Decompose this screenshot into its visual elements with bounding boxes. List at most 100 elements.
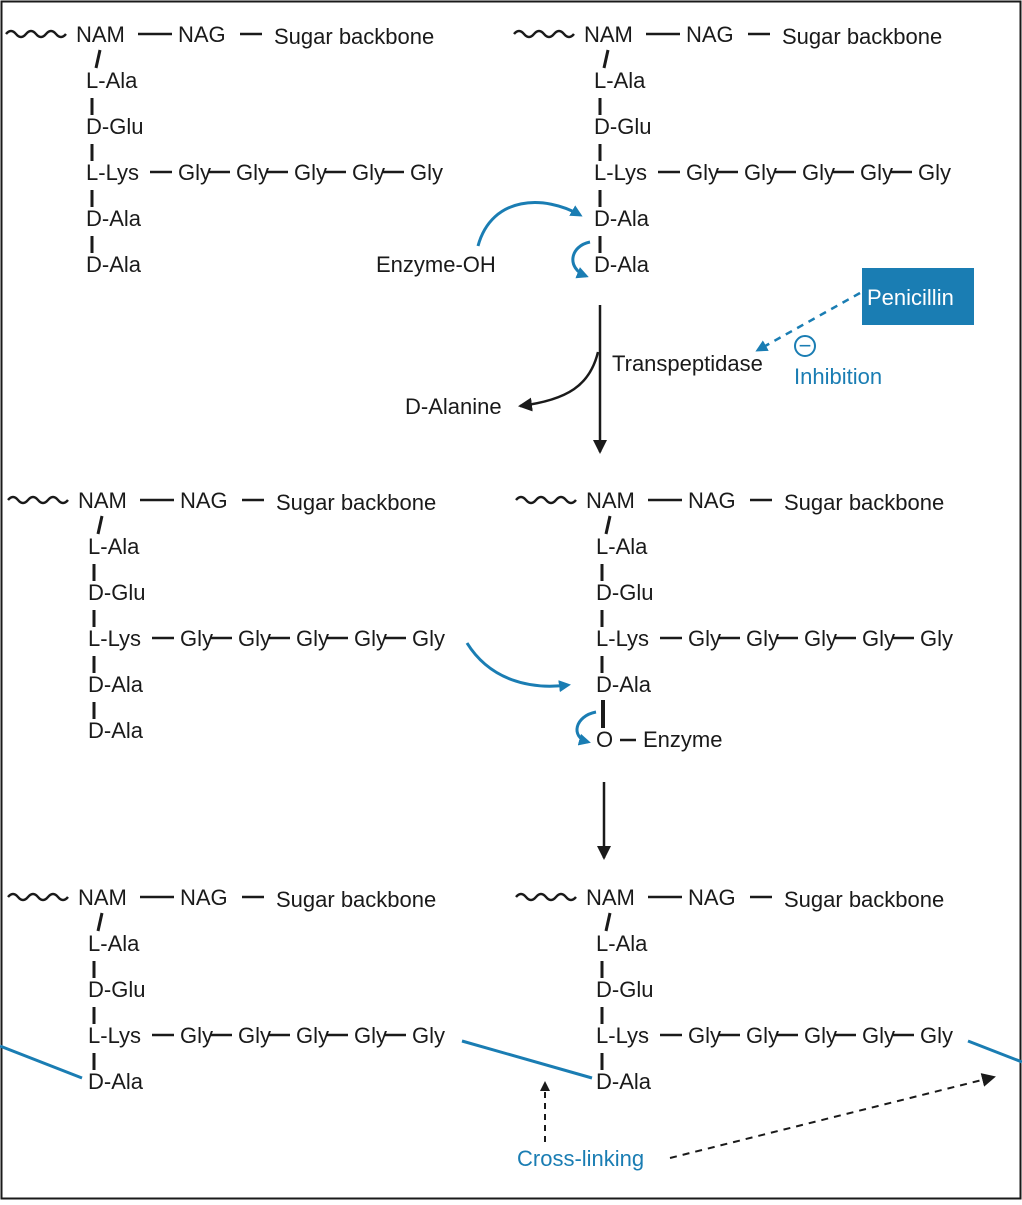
glycine-residue: Gly (294, 160, 327, 185)
residue-d-glu: D-Glu (88, 977, 145, 1002)
residue-d-ala-name: -Ala (612, 1069, 652, 1094)
nag-label: NAG (686, 22, 734, 47)
sugar-backbone-label: Sugar backbone (276, 887, 436, 912)
crosslink-pointer-right (669, 1073, 996, 1159)
enzyme-label: Enzyme (643, 727, 722, 752)
nag-label: NAG (688, 885, 736, 910)
nam-label: NAM (78, 885, 127, 910)
glycine-residue: Gly (236, 160, 269, 185)
residue-l-lys-name: -Lys (608, 626, 649, 651)
residue-l-ala: L-Ala (596, 534, 648, 559)
residue-d-ala-terminal-prefix: D (88, 718, 104, 743)
residue-l-lys-prefix: L (88, 626, 100, 651)
residue-d-ala-prefix: D (596, 1069, 612, 1094)
glycine-residue: Gly (862, 626, 895, 651)
penicillin-inhibition-arrow (755, 291, 861, 352)
sugar-backbone-label: Sugar backbone (782, 24, 942, 49)
glycan-wavy-chain (7, 892, 69, 902)
residue-l-ala-prefix: L (86, 68, 98, 93)
residue-l-lys-prefix: L (86, 160, 98, 185)
residue-d-ala: D-Ala (88, 672, 144, 697)
residue-d-ala: D-Ala (596, 672, 652, 697)
glycine-residue: Gly (180, 1023, 213, 1048)
residue-l-lys-prefix: L (594, 160, 606, 185)
residue-d-ala: D-Ala (86, 206, 142, 231)
residue-d-glu: D-Glu (86, 114, 143, 139)
glycine-residue: Gly (686, 160, 719, 185)
residue-d-glu-name: -Glu (104, 977, 146, 1002)
residue-d-ala-terminal: D-Ala (88, 718, 144, 743)
sugar-backbone-label: Sugar backbone (784, 887, 944, 912)
residue-l-ala-prefix: L (88, 931, 100, 956)
glycine-residue: Gly (804, 626, 837, 651)
residue-l-ala-prefix: L (594, 68, 606, 93)
residue-d-ala-name: -Ala (104, 1069, 144, 1094)
glycine-residue: Gly (354, 1023, 387, 1048)
penicillin-box (862, 268, 974, 325)
residue-l-ala-name: -Ala (100, 931, 140, 956)
residue-l-ala-name: -Ala (100, 534, 140, 559)
sugar-backbone-label: Sugar backbone (274, 24, 434, 49)
nam-peptide-bond (604, 515, 612, 535)
residue-l-ala-name: -Ala (608, 931, 648, 956)
nag-label: NAG (688, 488, 736, 513)
glycine-residue: Gly (354, 626, 387, 651)
d-alanine-prefix: D (405, 394, 421, 419)
residue-d-glu-prefix: D (596, 580, 612, 605)
sugar-backbone-label: Sugar backbone (784, 490, 944, 515)
crosslink-line-center (461, 1039, 593, 1080)
nag-label: NAG (180, 488, 228, 513)
nam-peptide-bond (96, 912, 104, 932)
glycine-residue: Gly (178, 160, 211, 185)
glycine-residue: Gly (410, 160, 443, 185)
residue-d-ala-terminal: D-Ala (86, 252, 142, 277)
residue-d-ala-prefix: D (596, 672, 612, 697)
residue-l-ala-name: -Ala (606, 68, 646, 93)
nam-peptide-bond (602, 49, 610, 69)
residue-l-ala-prefix: L (596, 534, 608, 559)
residue-d-glu-name: -Glu (612, 977, 654, 1002)
residue-d-glu-prefix: D (596, 977, 612, 1002)
residue-d-glu-prefix: D (86, 114, 102, 139)
crosslink-line-left-edge (0, 1044, 83, 1080)
residue-l-lys-name: -Lys (100, 626, 141, 651)
glycine-residue: Gly (804, 1023, 837, 1048)
residue-d-ala-terminal-prefix: D (86, 252, 102, 277)
residue-l-lys-name: -Lys (606, 160, 647, 185)
residue-d-ala-terminal-prefix: D (594, 252, 610, 277)
residue-d-ala: D-Ala (88, 1069, 144, 1094)
nam-peptide-bond (94, 49, 102, 69)
residue-l-lys: L-Lys (596, 1023, 649, 1048)
glycine-residue: Gly (746, 626, 779, 651)
residue-d-ala-prefix: D (594, 206, 610, 231)
residue-l-lys-prefix: L (88, 1023, 100, 1048)
residue-d-glu: D-Glu (88, 580, 145, 605)
nam-peptide-bond (604, 912, 612, 932)
residue-d-ala-prefix: D (88, 672, 104, 697)
step2-annotations: O Enzyme (465, 642, 722, 860)
enzyme-attack-arrow (476, 201, 583, 247)
residue-l-lys-name: -Lys (98, 160, 139, 185)
residue-l-ala: L-Ala (88, 931, 140, 956)
d-alanine-text: -Alanine (421, 394, 502, 419)
residue-l-ala: L-Ala (596, 931, 648, 956)
glycine-residue: Gly (238, 626, 271, 651)
glycine-residue: Gly (746, 1023, 779, 1048)
nam-label: NAM (586, 488, 635, 513)
glycan-wavy-chain (515, 495, 577, 505)
residue-l-lys: L-Lys (596, 626, 649, 651)
residue-d-ala-terminal-name: -Ala (102, 252, 142, 277)
residue-l-ala-prefix: L (596, 931, 608, 956)
d-alanine-label: D-Alanine (405, 394, 502, 419)
glycine-residue: Gly (860, 160, 893, 185)
glycine-residue: Gly (180, 626, 213, 651)
nam-label: NAM (78, 488, 127, 513)
nag-label: NAG (180, 885, 228, 910)
glycine-residue: Gly (412, 1023, 445, 1048)
